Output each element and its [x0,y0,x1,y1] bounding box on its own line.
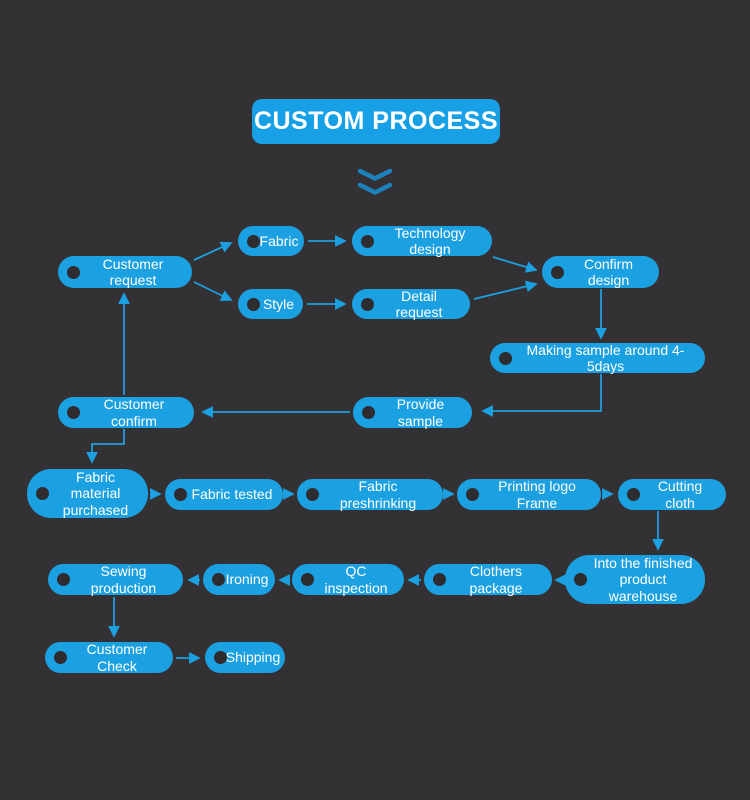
node-printing-logo-frame: Printing logo Frame [457,478,601,511]
node-detail-request: Detail request [352,287,470,320]
bullet-dot-icon [174,488,187,501]
node-label: Customer Check [86,641,148,674]
node-label: Into the finished product warehouse [593,555,693,604]
node-label: QC inspection [324,563,388,596]
node-label: Cutting cloth [657,478,703,511]
node-label: Clothers package [469,563,523,596]
node-clothers-package: Clothers package [424,563,552,596]
node-label: Fabric [259,232,299,249]
bullet-dot-icon [214,651,227,664]
node-shipping: Shipping [205,642,285,673]
bullet-dot-icon [54,651,67,664]
bullet-dot-icon [466,488,479,501]
node-label: Provide sample [396,396,445,429]
node-qc-inspection: QC inspection [292,563,404,596]
node-label: Printing logo Frame [498,478,576,511]
node-finished-product-warehouse: Into the finished product warehouse [565,555,705,604]
node-label: Fabric material purchased [62,469,129,518]
bullet-dot-icon [301,573,314,586]
node-customer-confirm: Customer confirm [58,396,194,429]
node-fabric: Fabric [238,226,304,256]
node-label: Shipping [225,649,281,666]
bullet-dot-icon [306,488,319,501]
node-label: Technology design [394,224,466,257]
bullet-dot-icon [433,573,446,586]
node-technology-design: Technology design [352,224,492,257]
bullet-dot-icon [36,487,49,500]
bullet-dot-icon [247,297,260,311]
node-label: Making sample around 4-5days [526,341,685,374]
bullet-dot-icon [67,265,80,279]
node-cutting-cloth: Cutting cloth [618,478,726,511]
bullet-dot-icon [499,351,512,365]
node-label: Confirm design [583,255,633,288]
node-provide-sample: Provide sample [353,396,472,429]
double-chevron-down-icon [357,168,393,195]
bullet-dot-icon [362,406,375,419]
node-confirm-design: Confirm design [542,256,659,288]
node-label: Fabric preshrinking [339,478,417,511]
node-customer-check: Customer Check [45,641,173,674]
bullet-dot-icon [57,573,70,586]
node-making-sample: Making sample around 4-5days [490,341,705,374]
bullet-dot-icon [627,488,640,501]
node-label: Sewing production [90,563,157,596]
node-sewing-production: Sewing production [48,563,183,596]
bullet-dot-icon [551,265,564,279]
node-label: Ironing [225,571,269,588]
bullet-dot-icon [361,234,374,248]
node-style: Style [238,289,303,319]
bullet-dot-icon [361,297,374,311]
bullet-dot-icon [67,406,80,419]
node-label: Customer confirm [103,396,165,429]
node-ironing: Ironing [203,564,275,595]
node-label: Fabric tested [191,486,273,503]
node-fabric-preshrinking: Fabric preshrinking [297,478,443,511]
bullet-dot-icon [574,573,587,586]
node-customer-request: Customer request [58,256,192,288]
node-fabric-material-purchased: Fabric material purchased [27,469,148,518]
node-label: Style [262,295,295,312]
bullet-dot-icon [212,573,225,586]
node-fabric-tested: Fabric tested [165,479,283,510]
bullet-dot-icon [247,234,260,248]
page-title: CUSTOM PROCESS [252,99,500,144]
node-label: Customer request [102,255,164,288]
node-label: Detail request [395,287,443,320]
